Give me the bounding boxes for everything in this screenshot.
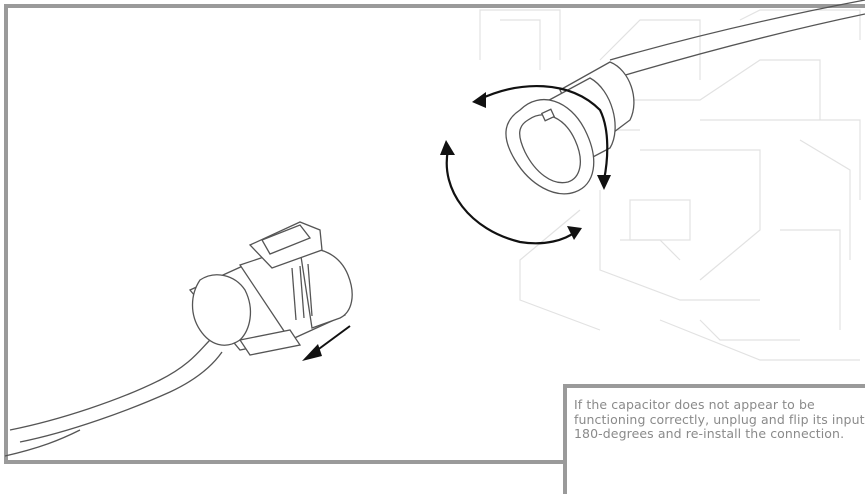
ghost-background-parts: [479, 9, 861, 361]
rotate-arrows-icon: [440, 85, 611, 245]
diagram-frame: If the capacitor does not appear to be f…: [4, 0, 865, 494]
frame-border: [4, 4, 865, 464]
right-cable: [609, 0, 865, 77]
left-connector: [188, 221, 353, 356]
connector-illustration: [4, 0, 865, 457]
caption-box: If the capacitor does not appear to be f…: [563, 384, 865, 494]
caption-text: If the capacitor does not appear to be f…: [574, 397, 865, 441]
right-connector: [505, 61, 635, 195]
left-cable: [4, 339, 223, 457]
pull-direction-arrow-icon: [302, 325, 351, 361]
